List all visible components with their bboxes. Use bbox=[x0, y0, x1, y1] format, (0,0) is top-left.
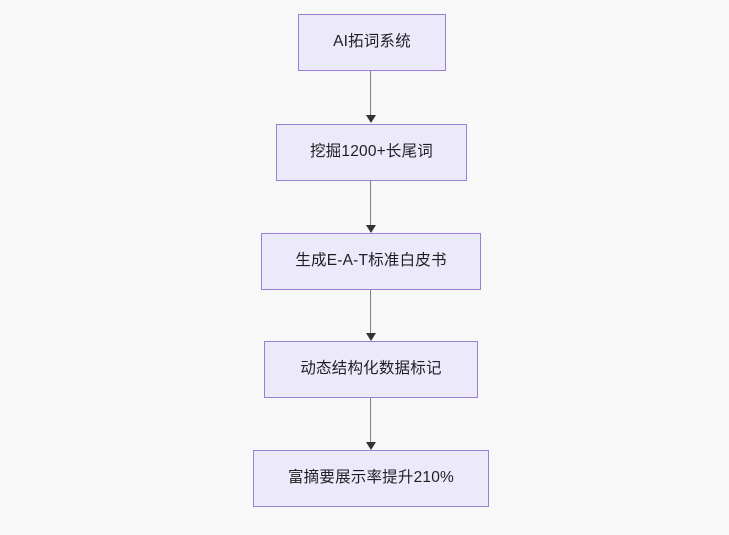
flow-edge-2 bbox=[369, 181, 372, 225]
arrowhead-icon-3 bbox=[366, 333, 376, 341]
flow-node-5-label: 富摘要展示率提升210% bbox=[287, 469, 455, 487]
arrowhead-icon-2 bbox=[366, 225, 376, 233]
flow-node-4-label: 动态结构化数据标记 bbox=[300, 360, 442, 378]
flow-edge-4 bbox=[369, 398, 372, 442]
flow-node-3-label: 生成E-A-T标准白皮书 bbox=[295, 252, 447, 270]
flow-node-3[interactable]: 生成E-A-T标准白皮书 bbox=[261, 233, 481, 290]
flow-node-1[interactable]: AI拓词系统 bbox=[298, 14, 446, 71]
flow-node-1-label: AI拓词系统 bbox=[333, 33, 411, 51]
arrowhead-icon-4 bbox=[366, 442, 376, 450]
flow-node-2-label: 挖掘1200+长尾词 bbox=[309, 143, 434, 161]
flow-node-5[interactable]: 富摘要展示率提升210% bbox=[253, 450, 489, 507]
flow-edge-1 bbox=[369, 71, 372, 115]
flow-node-4[interactable]: 动态结构化数据标记 bbox=[264, 341, 478, 398]
flow-edge-3 bbox=[369, 290, 372, 333]
flow-node-2[interactable]: 挖掘1200+长尾词 bbox=[276, 124, 467, 181]
arrowhead-icon-1 bbox=[366, 115, 376, 123]
